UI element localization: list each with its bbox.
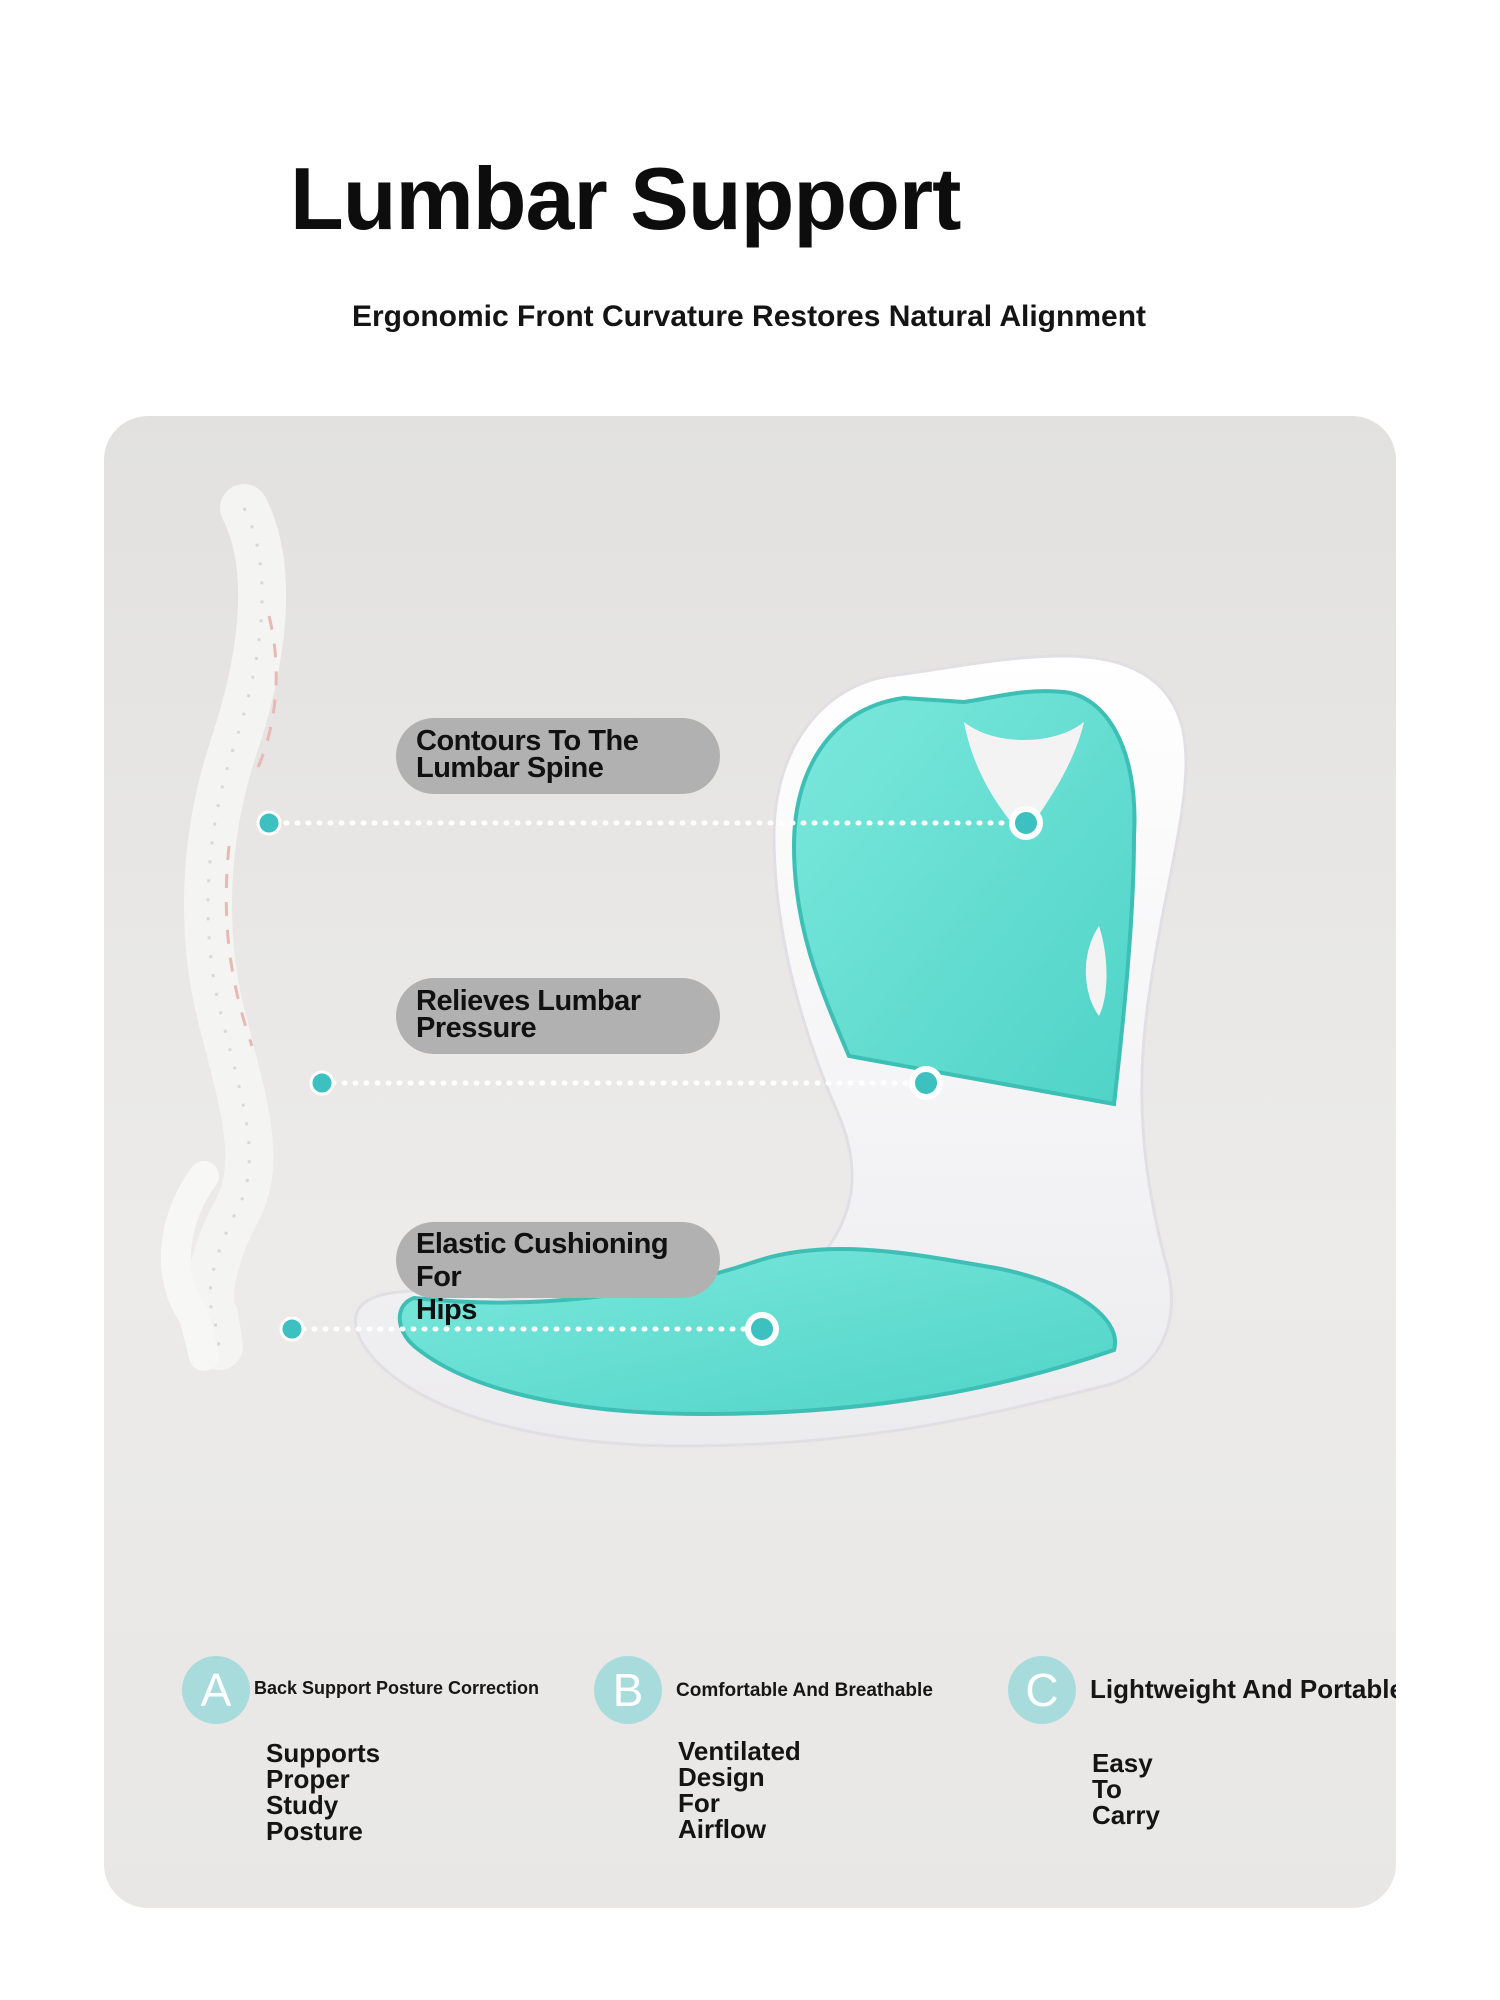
chair-marker-3 [745, 1312, 779, 1346]
spine-marker-3 [279, 1316, 305, 1342]
feature-desc-b: Ventilated Design For Airflow [678, 1736, 801, 1844]
spine-marker-2 [309, 1070, 335, 1096]
feature-title-a: Back Support Posture Correction [254, 1678, 540, 1698]
callout-lumbar-pressure: Relieves Lumbar Pressure [396, 978, 720, 1054]
chair-marker-1 [1009, 806, 1043, 840]
page-subtitle: Ergonomic Front Curvature Restores Natur… [352, 300, 1147, 333]
feature-desc-c: Easy To Carry [1092, 1748, 1160, 1830]
product-illustration [160, 484, 1188, 1448]
product-panel: Contours To The Lumbar Spine Relieves Lu… [104, 416, 1396, 1908]
feature-badge-c: C [1008, 1656, 1076, 1724]
feature-badge-a: A [182, 1656, 250, 1724]
chair-marker-2 [909, 1066, 943, 1100]
callout-hip-cushion: Elastic Cushioning For Hips [396, 1222, 720, 1326]
feature-title-c: Lightweight And Portable [1090, 1674, 1396, 1704]
callout-connectors [256, 806, 1043, 1346]
spine-marker-1 [256, 810, 282, 836]
feature-badge-b: B [594, 1656, 662, 1724]
spine-illustration [160, 484, 287, 1371]
callout-lumbar-contour: Contours To The Lumbar Spine [396, 718, 720, 794]
feature-title-b: Comfortable And Breathable [676, 1680, 933, 1701]
page-title: Lumbar Support [290, 149, 961, 248]
feature-desc-a: Supports Proper Study Posture [266, 1738, 381, 1846]
chair-illustration [353, 654, 1188, 1448]
